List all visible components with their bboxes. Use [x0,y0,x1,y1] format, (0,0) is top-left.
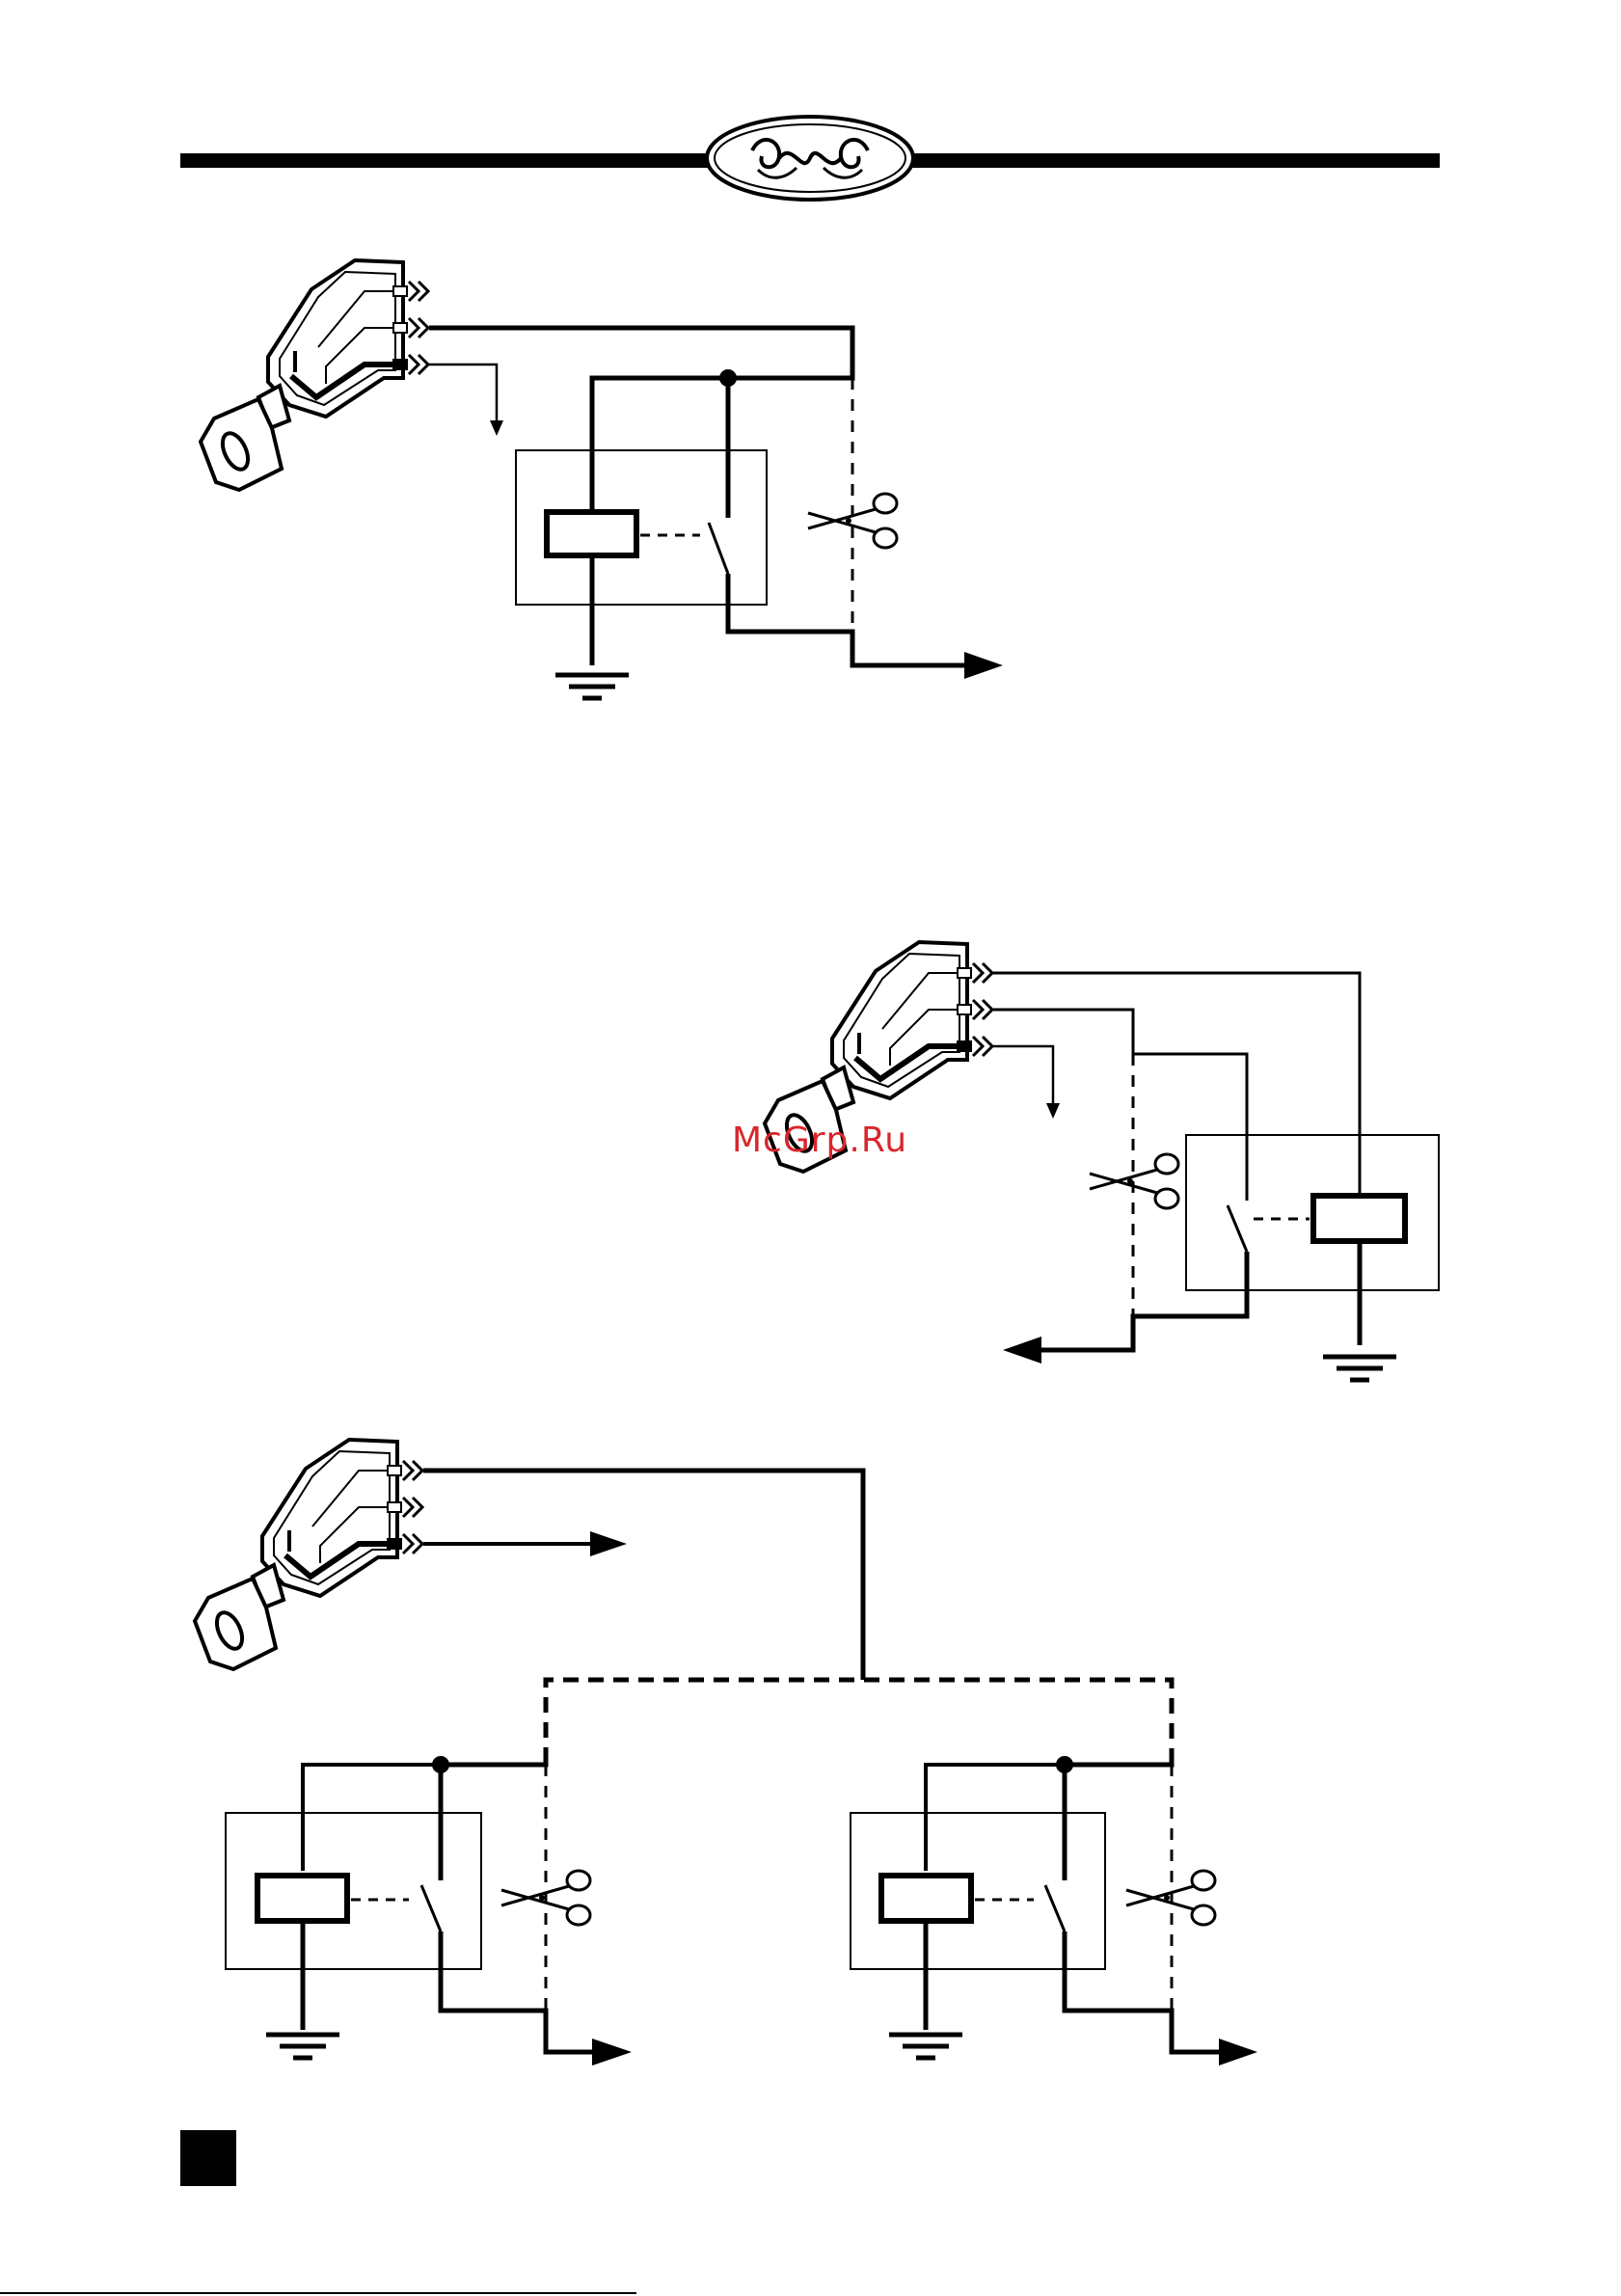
wire-ignition-feed [423,1471,863,1680]
relay-contact [1045,1885,1065,1931]
cut-line [546,1680,1172,1763]
relay-coil [257,1876,347,1921]
page-header [180,117,1440,200]
arrow-icon [490,420,503,436]
arrow-icon [1046,1103,1060,1119]
ornament-emblem-icon [707,117,913,200]
wire-accessory-output [993,1046,1053,1107]
relay-contact [1228,1205,1247,1252]
arrow-icon [592,2039,632,2066]
arrow-icon [964,652,1003,679]
relay-contact [421,1885,441,1931]
ground-icon [889,2035,962,2058]
ground-icon [555,675,629,698]
wire-accessory-output [429,365,497,424]
page-corner-mark [180,2130,236,2186]
wire-ignition-middle [993,1010,1247,1201]
scissors-icon [808,494,897,548]
relay-contact [709,523,728,574]
ground-icon [266,2035,339,2058]
arrow-icon [1219,2039,1257,2066]
arrow-icon [1003,1337,1041,1364]
ground-icon [1323,1357,1396,1380]
relay-coil [1313,1196,1405,1241]
ignition-key-switch-icon [201,260,428,490]
ignition-key-switch-icon [195,1440,422,1669]
relay-coil [881,1876,971,1921]
diagram-bottom [195,1440,1257,2066]
wire-ignition-top [993,973,1360,1196]
diagram-top [201,260,1003,698]
relay-coil [547,512,636,555]
diagram-middle [765,942,1439,1380]
arrow-icon [590,1531,627,1556]
watermark-text: McGrp.Ru [665,1121,974,1160]
